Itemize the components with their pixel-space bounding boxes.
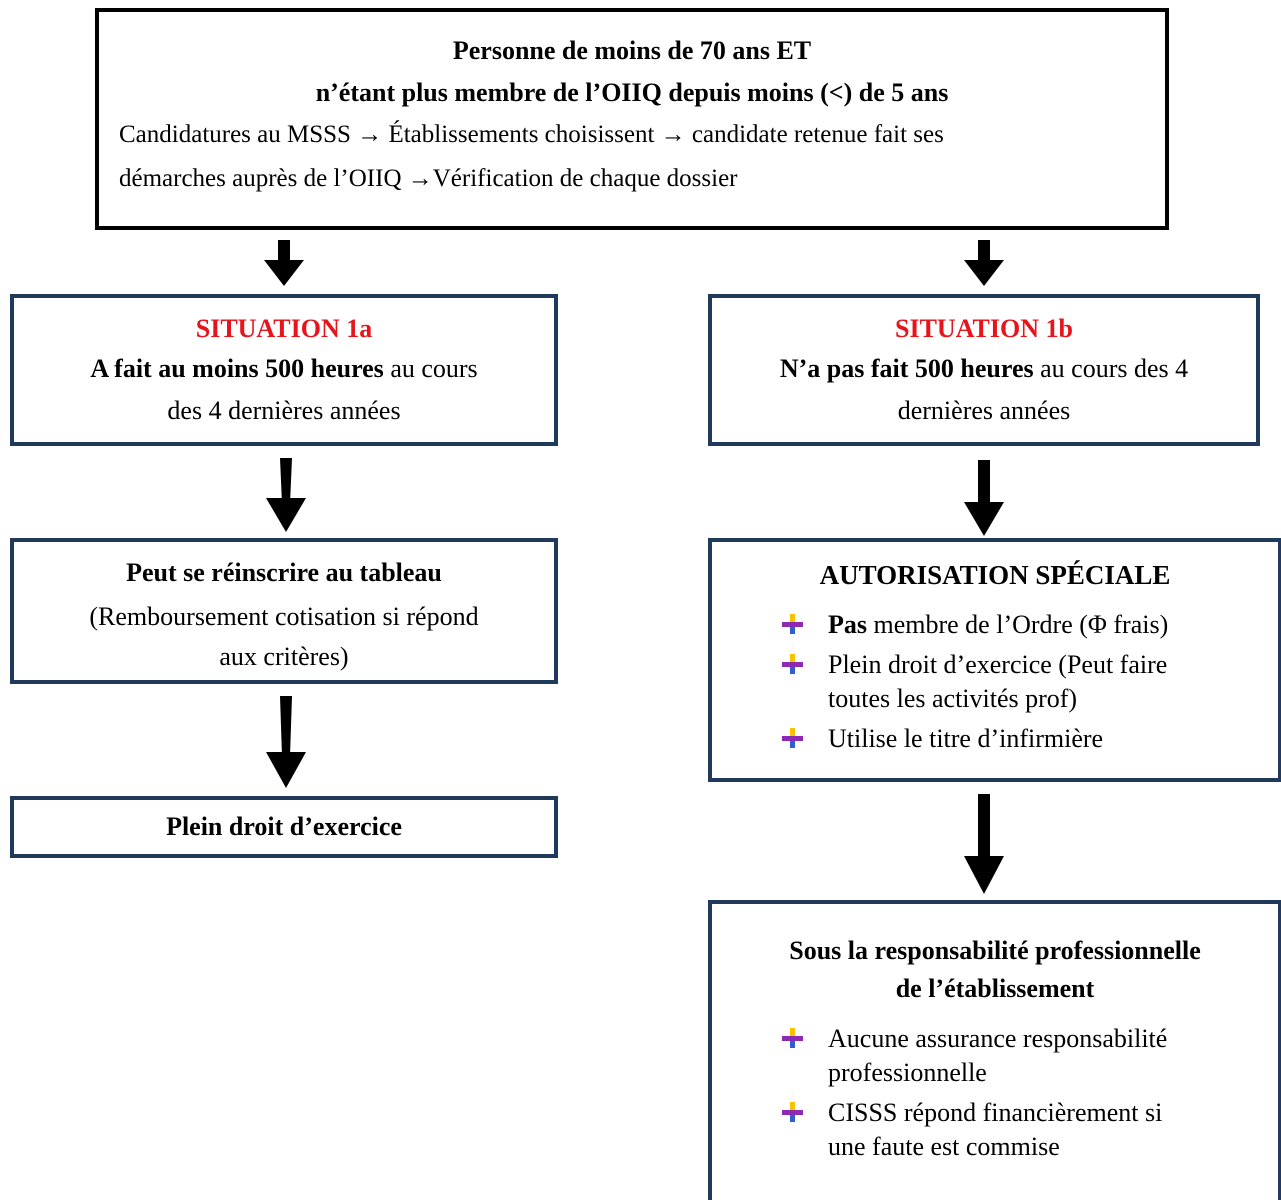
autorisation-box: AUTORISATION SPÉCIALE Pas membre de l’Or… [708,538,1281,782]
situation-1b-rest: au cours des 4 [1033,354,1189,383]
situation-1b-heading: SITUATION 1b [895,314,1073,343]
responsabilite-list: Aucune assurance responsabilité professi… [780,1022,1167,1164]
responsabilite-item-1-text: CISSS répond financièrement si [828,1098,1163,1127]
responsabilite-item-0-line2: professionnelle [828,1058,987,1087]
responsabilite-title-line2: de l’établissement [895,974,1095,1003]
top-title-line1: Personne de moins de 70 ans ET [452,36,812,65]
plus-bullet-icon [782,614,803,634]
list-item: Plein droit d’exercice (Peut faire toute… [780,648,1168,716]
plein-droit-title: Plein droit d’exercice [166,812,402,841]
plein-droit-box: Plein droit d’exercice [10,796,558,858]
reinscription-box: Peut se réinscrire au tableau (Rembourse… [10,538,558,684]
reinscription-line1: (Remboursement cotisation si répond [89,602,479,631]
situation-1a-heading: SITUATION 1a [195,314,373,343]
autorisation-item-0-text: membre de l’Ordre (Φ frais) [867,610,1169,639]
responsabilite-box: Sous la responsabilité professionnelle d… [708,900,1281,1200]
top-text-line1: Candidatures au MSSS → Établissements ch… [119,121,944,148]
plus-bullet-icon [782,654,803,674]
arrow-down-icon [964,240,1004,286]
situation-1b-box: SITUATION 1b N’a pas fait 500 heures au … [708,294,1260,446]
list-item: CISSS répond financièrement si une faute… [780,1096,1167,1164]
autorisation-title: AUTORISATION SPÉCIALE [819,560,1171,590]
top-criteria-box: Personne de moins de 70 ans ET n’étant p… [95,8,1169,230]
autorisation-list: Pas membre de l’Ordre (Φ frais) Plein dr… [780,608,1168,756]
arrow-down-icon [266,696,306,788]
situation-1b-line2: dernières années [897,396,1071,425]
situation-1b-bold: N’a pas fait 500 heures [779,354,1034,383]
autorisation-item-1-text: Plein droit d’exercice (Peut faire [828,650,1168,679]
situation-1a-bold: A fait au moins 500 heures [90,354,384,383]
arrow-down-icon [964,460,1004,536]
plus-bullet-icon [782,1028,803,1048]
top-text-line2: démarches auprès de l’OIIQ →Vérification… [119,165,738,192]
situation-1a-rest: au cours [383,354,478,383]
list-item: Utilise le titre d’infirmière [780,722,1168,756]
plus-bullet-icon [782,728,803,748]
plus-bullet-icon [782,1102,803,1122]
situation-1a-box: SITUATION 1a A fait au moins 500 heures … [10,294,558,446]
reinscription-title: Peut se réinscrire au tableau [126,558,442,587]
situation-1a-line1: A fait au moins 500 heures au cours [14,352,554,386]
situation-1b-line1: N’a pas fait 500 heures au cours des 4 [712,352,1256,386]
responsabilite-title-line1: Sous la responsabilité professionnelle [789,936,1201,965]
arrow-down-icon [266,458,306,532]
list-item: Aucune assurance responsabilité professi… [780,1022,1167,1090]
responsabilite-item-0-text: Aucune assurance responsabilité [828,1024,1168,1053]
responsabilite-item-1-line2: une faute est commise [828,1132,1060,1161]
autorisation-item-0-bold: Pas [828,610,867,639]
autorisation-item-1-line2: toutes les activités prof) [828,684,1078,713]
arrow-down-icon [964,794,1004,894]
top-title-line2: n’étant plus membre de l’OIIQ depuis moi… [315,78,949,107]
arrow-down-icon [264,240,304,286]
situation-1a-line2: des 4 dernières années [167,396,401,425]
autorisation-item-2-text: Utilise le titre d’infirmière [828,724,1104,753]
list-item: Pas membre de l’Ordre (Φ frais) [780,608,1168,642]
reinscription-line2: aux critères) [219,642,349,671]
